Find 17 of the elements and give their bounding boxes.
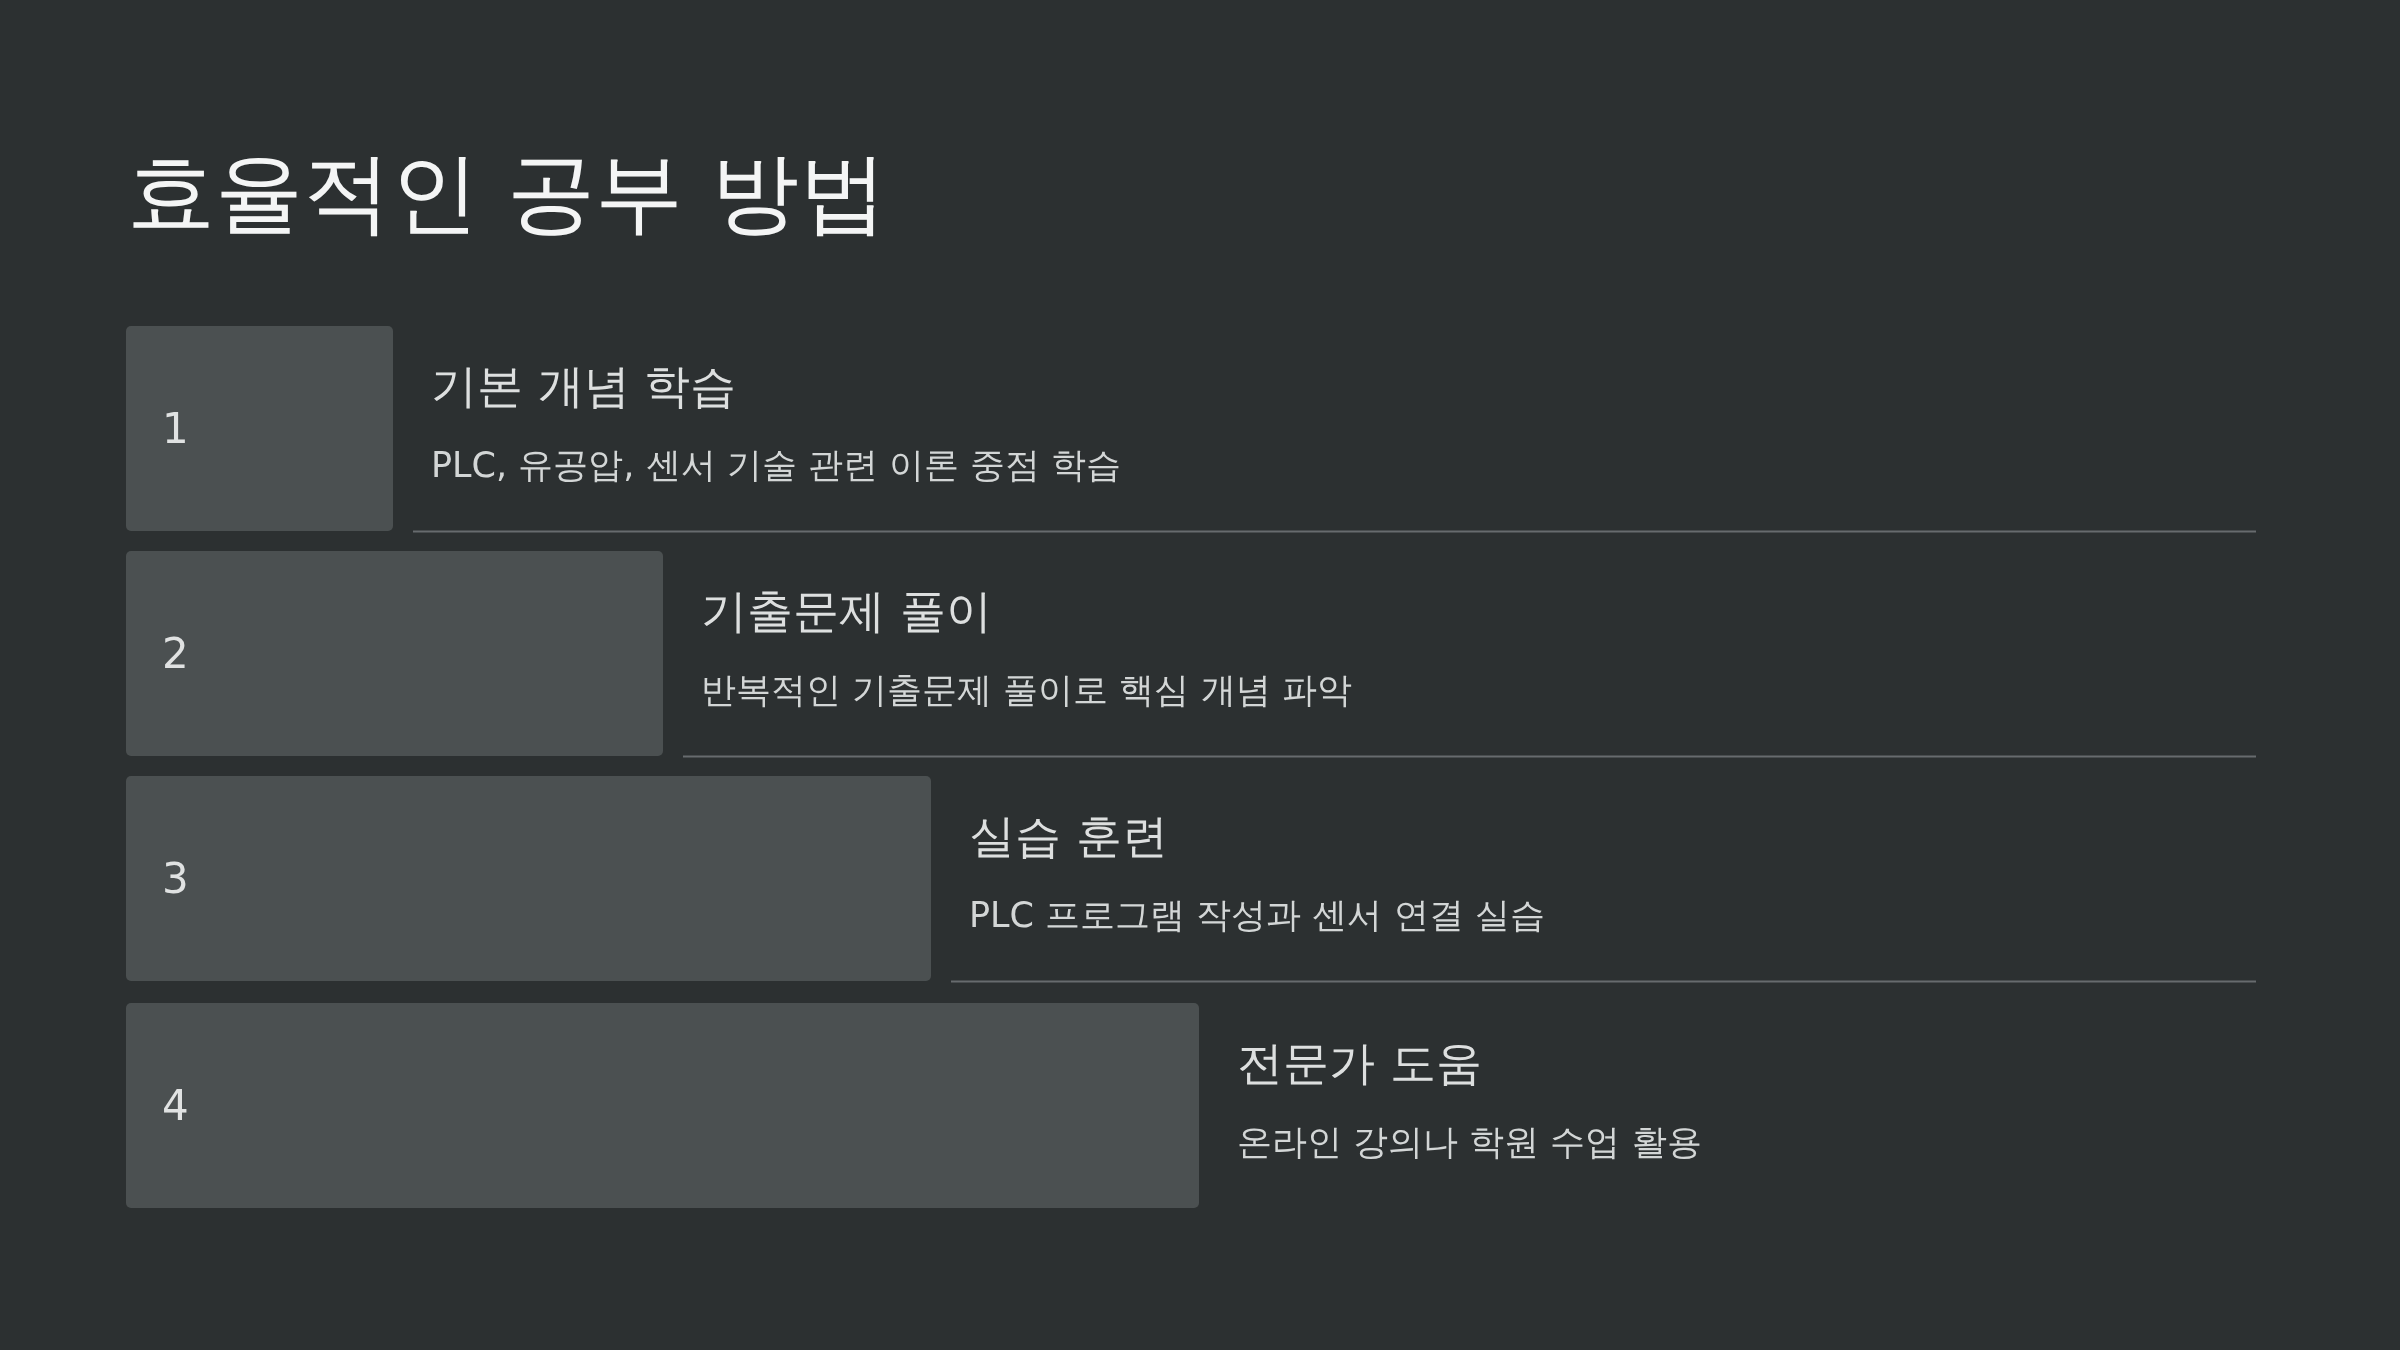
step-heading: 실습 훈련 — [969, 809, 1168, 865]
step-number: 4 — [162, 1082, 189, 1129]
step-bar — [126, 776, 931, 981]
step-bar — [126, 1003, 1199, 1208]
step-description: PLC, 유공압, 센서 기술 관련 이론 중점 학습 — [431, 444, 1122, 486]
step-number: 1 — [162, 405, 189, 452]
step-heading: 기본 개념 학습 — [431, 359, 737, 415]
step-description: PLC 프로그램 작성과 센서 연결 실습 — [969, 894, 1545, 936]
step-heading: 전문가 도움 — [1237, 1036, 1482, 1092]
step-number: 2 — [162, 630, 189, 677]
step-bar — [126, 551, 663, 756]
step-bar — [126, 326, 393, 531]
title: 효율적인 공부 방법 — [127, 149, 887, 237]
step-number: 3 — [162, 855, 189, 902]
step-description: 온라인 강의나 학원 수업 활용 — [1237, 1121, 1702, 1163]
step-heading: 기출문제 풀이 — [701, 584, 992, 640]
step-description: 반복적인 기출문제 풀이로 핵심 개념 파악 — [701, 669, 1352, 711]
